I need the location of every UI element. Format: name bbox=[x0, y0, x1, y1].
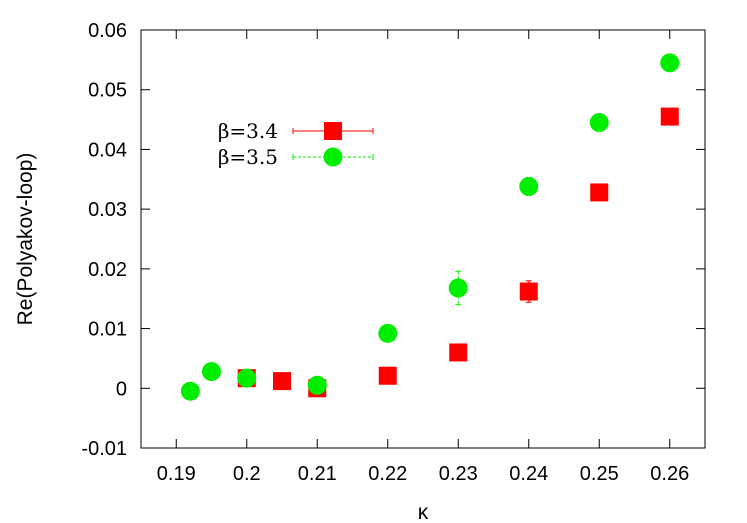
data-point-square bbox=[660, 107, 679, 126]
y-tick-label: 0.06 bbox=[88, 20, 127, 42]
y-tick-label: 0.02 bbox=[88, 259, 127, 281]
data-point-square bbox=[590, 183, 609, 202]
data-point-circle bbox=[237, 368, 257, 388]
ticks bbox=[141, 29, 705, 449]
x-tick-label: 0.21 bbox=[298, 463, 337, 485]
y-tick-label: -0.01 bbox=[81, 438, 127, 460]
y-tick-label: 0.03 bbox=[88, 199, 127, 221]
data-points bbox=[180, 53, 680, 401]
y-tick-label: 0.04 bbox=[88, 139, 127, 161]
data-point-circle bbox=[307, 375, 327, 395]
x-tick-label: 0.25 bbox=[580, 463, 619, 485]
y-axis-label: Re(Polyakov-loop) bbox=[14, 153, 37, 326]
series-2 bbox=[180, 53, 680, 401]
data-point-square bbox=[449, 343, 468, 362]
data-point-square bbox=[273, 372, 291, 391]
x-axis-label: κ bbox=[418, 501, 429, 523]
data-point-square bbox=[519, 282, 538, 301]
data-point-square bbox=[378, 366, 397, 385]
x-tick-label: 0.22 bbox=[368, 463, 407, 485]
x-tick-label: 0.23 bbox=[439, 463, 478, 485]
legend: β=3.4β=3.5 bbox=[218, 119, 374, 169]
data-point-circle bbox=[202, 362, 221, 382]
data-point-circle bbox=[448, 278, 468, 298]
data-point-circle bbox=[589, 113, 609, 133]
tick-labels: 0.19 0.2 0.21 0.22 0.23 0.24 0.25 0.26 -0.01 0 0.0… bbox=[81, 20, 689, 485]
x-tick-label: 0.26 bbox=[650, 463, 689, 485]
legend-marker-square bbox=[324, 122, 342, 140]
y-tick-label: 0.01 bbox=[88, 319, 127, 341]
legend-marker-circle bbox=[323, 147, 343, 167]
series-1 bbox=[237, 107, 679, 398]
x-tick-label: 0.19 bbox=[157, 463, 196, 485]
x-tick-label: 0.24 bbox=[509, 463, 548, 485]
plot-frame bbox=[140, 29, 706, 449]
y-tick-label: 0.05 bbox=[88, 80, 127, 102]
data-point-circle bbox=[519, 176, 539, 196]
data-point-circle bbox=[180, 381, 200, 401]
data-point-circle bbox=[378, 323, 398, 343]
legend-label: β=3.4 bbox=[218, 119, 278, 143]
data-point-circle bbox=[660, 53, 680, 73]
y-tick-label: 0 bbox=[116, 378, 127, 400]
x-tick-label: 0.2 bbox=[233, 463, 261, 485]
legend-label: β=3.5 bbox=[218, 145, 278, 169]
